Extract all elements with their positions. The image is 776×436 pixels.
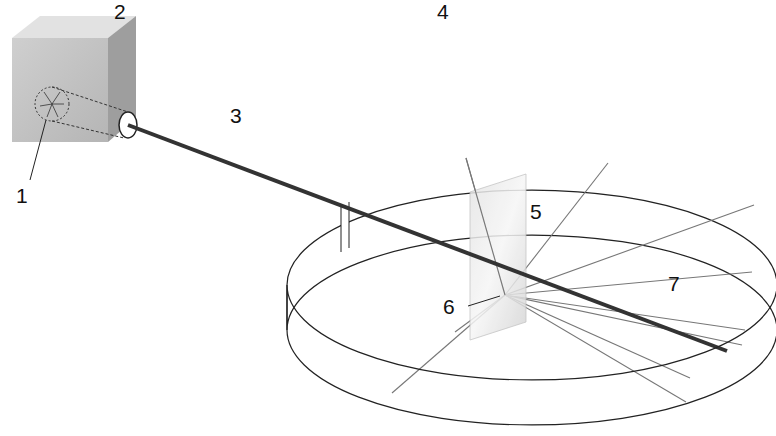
callout-number: 2 (112, 0, 128, 23)
radium-source (35, 87, 69, 121)
callout-number: 4 (435, 0, 451, 23)
callout-number: 1 (14, 184, 30, 207)
callout-number: 7 (666, 272, 682, 295)
callout-number: 5 (528, 200, 544, 223)
alpha-beam (128, 125, 727, 351)
screen-front (287, 285, 776, 425)
callout-number: 6 (441, 295, 457, 318)
lead-box (12, 16, 137, 180)
callout-number: 3 (228, 104, 244, 127)
